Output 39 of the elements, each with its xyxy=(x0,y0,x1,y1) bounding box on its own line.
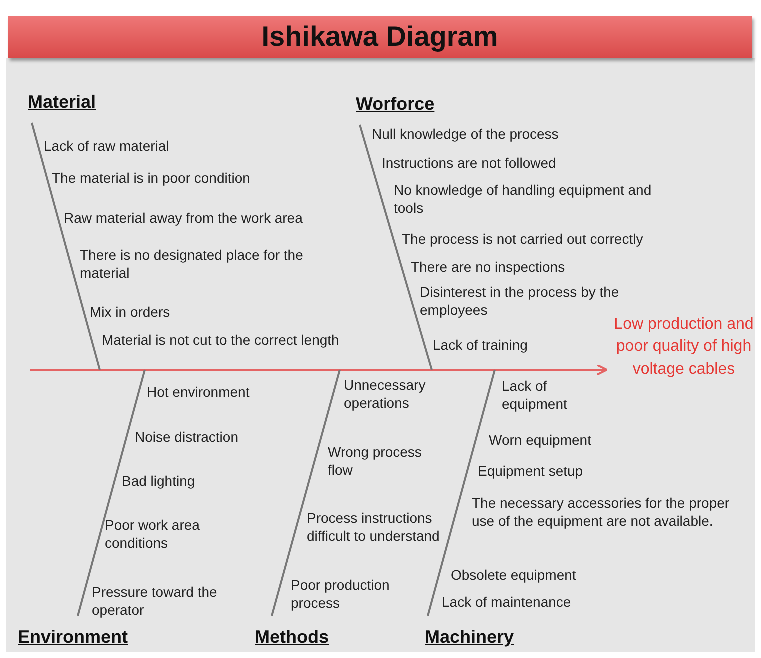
cause-text: Raw material away from the work area xyxy=(64,209,303,228)
cause-text: There are no inspections xyxy=(411,258,566,276)
cause-text: Process instructions difficult to understand xyxy=(307,509,441,546)
spine-arrow xyxy=(30,364,608,376)
cause-text: Noise distraction xyxy=(135,428,238,446)
title-banner: Ishikawa Diagram xyxy=(8,16,752,58)
cause-text: Lack of training xyxy=(433,336,528,354)
bone-line xyxy=(77,370,146,616)
cause-text: Lack of raw material xyxy=(44,137,170,156)
category-heading: Worforce xyxy=(356,91,435,118)
cause-text: Lack of maintenance xyxy=(442,593,572,612)
cause-text: Instructions are not followed xyxy=(382,154,556,172)
cause-text: The necessary accessories for the proper use of the equipment are not available. xyxy=(472,494,731,530)
cause-text: Equipment setup xyxy=(478,462,584,480)
category-heading: Methods xyxy=(255,624,329,651)
bone-line xyxy=(359,124,433,370)
cause-text: Pressure toward the operator xyxy=(92,583,218,620)
cause-text: Bad lighting xyxy=(122,472,196,490)
cause-text: Material is not cut to the correct length xyxy=(102,331,340,350)
bone-line xyxy=(31,122,101,370)
cause-text: The material is in poor condition xyxy=(52,169,250,188)
cause-text: Poor production process xyxy=(291,576,391,612)
cause-text: Worn equipment xyxy=(489,431,592,450)
cause-text: The process is not carried out correctly xyxy=(402,230,644,248)
cause-text: Null knowledge of the process xyxy=(372,125,559,144)
cause-text: Wrong process flow xyxy=(328,443,423,480)
bone-line xyxy=(427,370,496,616)
category-heading: Environment xyxy=(18,624,128,651)
cause-text: Hot environment xyxy=(147,383,250,402)
category-heading: Material xyxy=(28,89,96,116)
cause-text: Obsolete equipment xyxy=(451,566,576,584)
cause-text: There is no designated place for the material xyxy=(80,246,304,282)
cause-text: Poor work area conditions xyxy=(105,516,201,552)
cause-text: Mix in orders xyxy=(90,303,170,322)
cause-text: No knowledge of handling equipment and tools xyxy=(394,181,653,218)
bone-line xyxy=(271,370,341,616)
cause-text: Unnecessary operations xyxy=(344,376,427,412)
cause-text: Lack of equipment xyxy=(502,377,568,414)
category-heading: Machinery xyxy=(425,624,514,651)
